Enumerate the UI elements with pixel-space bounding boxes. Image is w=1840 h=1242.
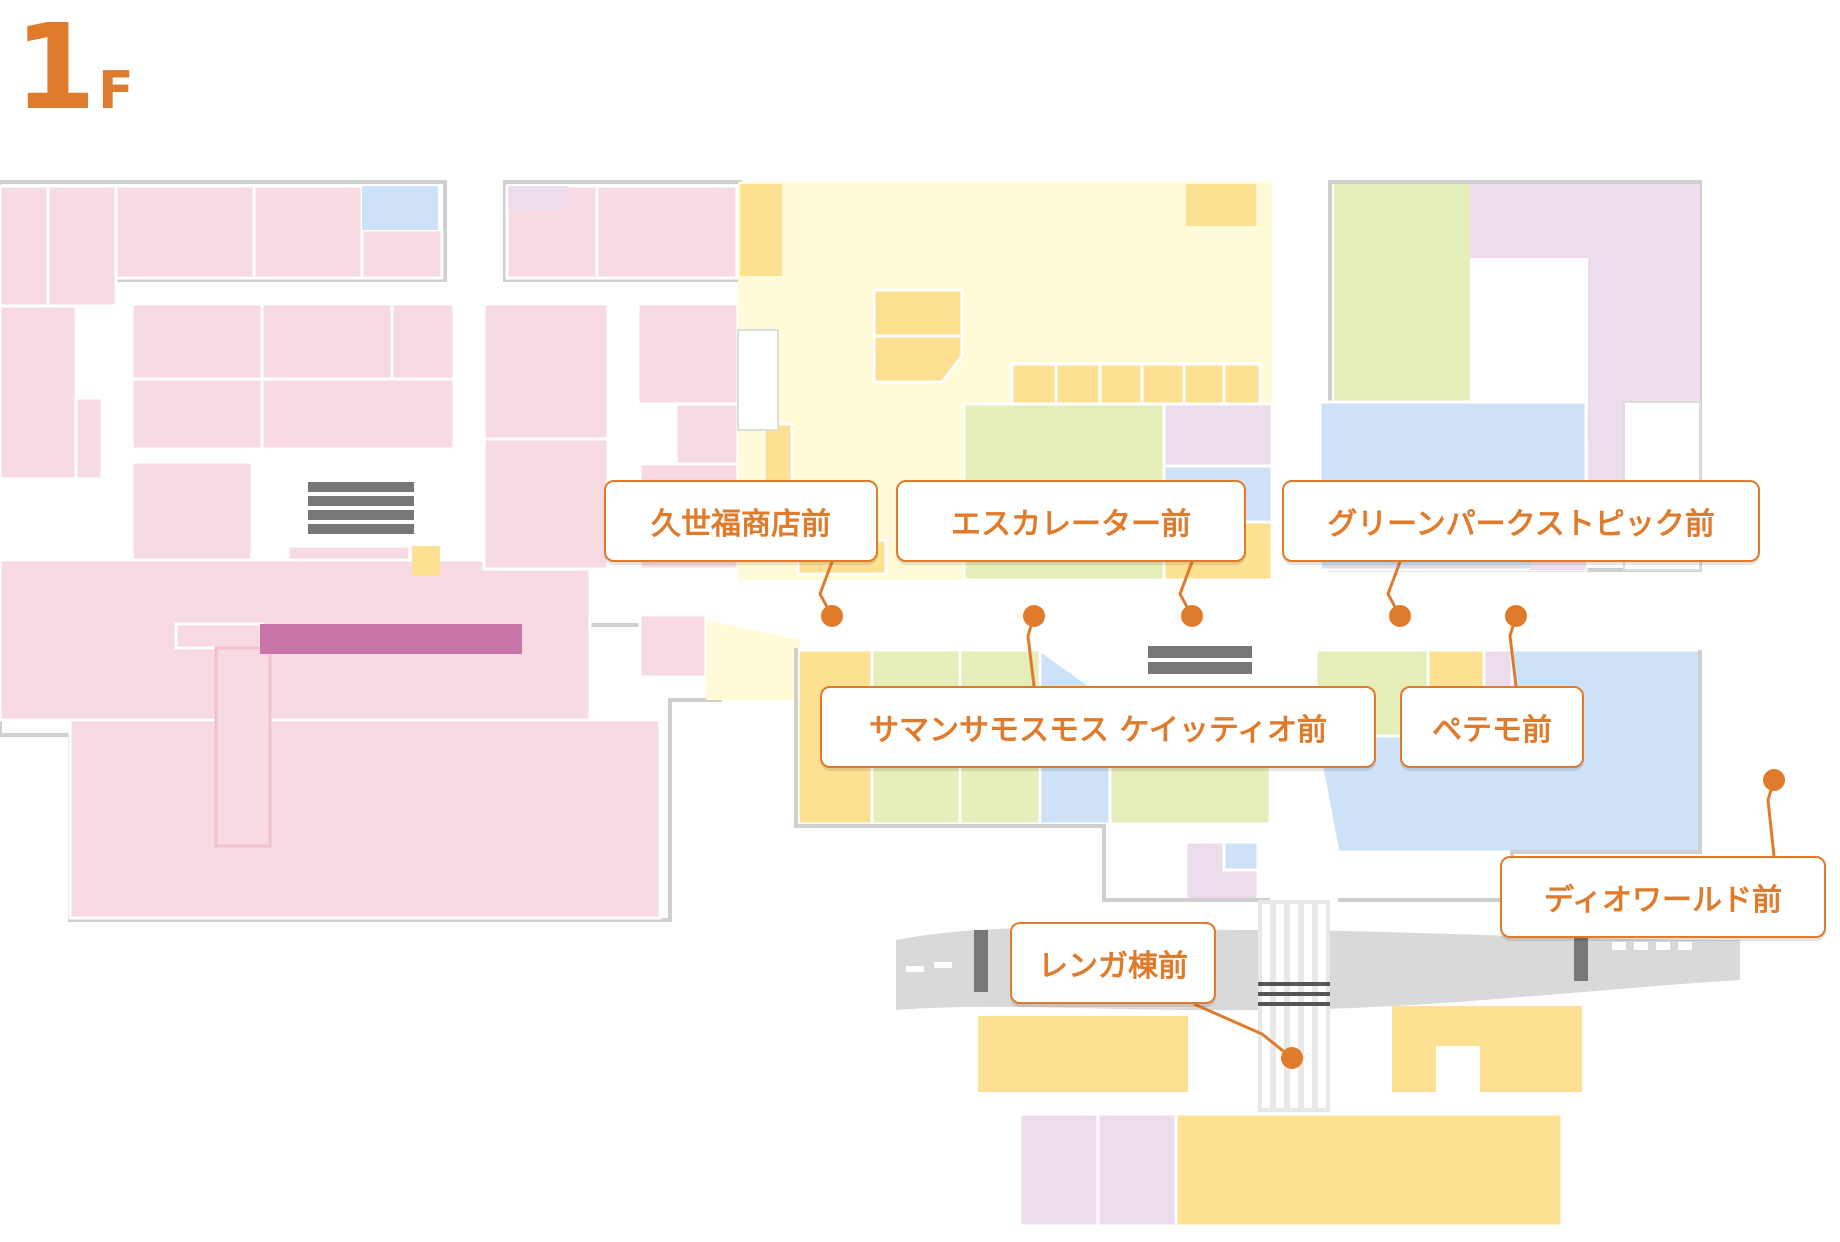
location-marker-icon[interactable] bbox=[1023, 605, 1045, 627]
callout-renga[interactable]: レンガ棟前 bbox=[1010, 922, 1216, 1004]
location-markers bbox=[821, 605, 1785, 1069]
callout-connector-dioworld bbox=[1766, 779, 1776, 857]
callout-samansa[interactable]: サマンサモスモス ケイッティオ前 bbox=[820, 686, 1376, 768]
location-marker-icon[interactable] bbox=[1181, 605, 1203, 627]
crosswalk-icon bbox=[1258, 900, 1330, 1112]
location-marker-icon[interactable] bbox=[1281, 1047, 1303, 1069]
lavender-corner-shop bbox=[508, 186, 568, 210]
road-barrier-left bbox=[974, 930, 988, 992]
location-marker-icon[interactable] bbox=[1389, 605, 1411, 627]
callout-dioworld[interactable]: ディオワールド前 bbox=[1500, 856, 1826, 938]
floor-number: 1 bbox=[14, 0, 96, 136]
floor-unit: F bbox=[98, 61, 134, 121]
small-yellow-shop bbox=[412, 546, 440, 576]
blue-corner-shop bbox=[362, 186, 438, 230]
callout-greenpark[interactable]: グリーンパークストピック前 bbox=[1282, 480, 1760, 562]
callout-connector-renga bbox=[1193, 1002, 1293, 1060]
road-markings bbox=[906, 942, 1692, 972]
location-marker-icon[interactable] bbox=[821, 605, 843, 627]
road-barrier-right bbox=[1574, 935, 1588, 981]
location-marker-icon[interactable] bbox=[1505, 605, 1527, 627]
bottom-shops bbox=[978, 1006, 1582, 1228]
callout-kuzefuku[interactable]: 久世福商店前 bbox=[604, 480, 878, 562]
lower-right-outline bbox=[1338, 650, 1702, 902]
escalator-icon bbox=[308, 482, 1252, 674]
lower-middle-outline bbox=[794, 648, 1270, 902]
magenta-shop bbox=[260, 624, 522, 654]
location-marker-icon[interactable] bbox=[1763, 769, 1785, 791]
callout-petemo[interactable]: ペテモ前 bbox=[1400, 686, 1584, 768]
callout-escalator[interactable]: エスカレーター前 bbox=[896, 480, 1246, 562]
